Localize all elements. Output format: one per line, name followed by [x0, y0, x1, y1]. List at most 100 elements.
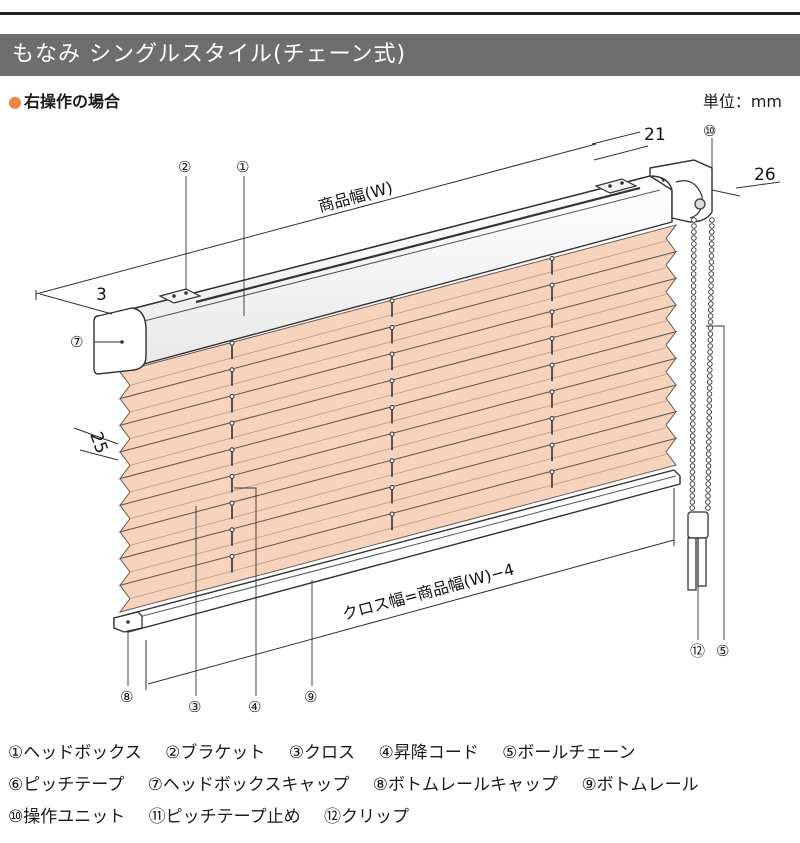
legend-item: ⑨ボトムレール: [581, 775, 699, 795]
dim-cloth-label: クロス幅=商品幅(W)−4: [340, 560, 516, 624]
chain-ball: [705, 469, 712, 475]
chain-ball: [689, 427, 696, 433]
chain-ball: [705, 487, 711, 493]
chain-ball: [708, 301, 714, 307]
chain-ball: [707, 319, 714, 325]
chain-ball: [690, 283, 697, 289]
chain-ball: [690, 277, 697, 283]
chain-ball: [706, 385, 713, 391]
chain-ball: [690, 355, 696, 361]
cloth: [118, 224, 678, 613]
chain-ball: [708, 253, 715, 259]
chain-ball: [709, 229, 715, 235]
unit-label: 単位：mm: [702, 92, 782, 111]
marker-12: ⑫: [690, 642, 705, 660]
chain-ball: [705, 481, 711, 487]
chain-ball: [707, 361, 713, 367]
bullet-icon: ●: [8, 92, 22, 111]
chain-ball: [708, 295, 714, 301]
chain-ball: [705, 463, 712, 469]
chain-ball: [705, 457, 712, 463]
cloth-fold-line: [129, 293, 667, 440]
pitch-tape-stopper: [229, 500, 235, 506]
chain-ball: [689, 475, 696, 481]
legend-row-2: ⑥ピッチテープ ⑦ヘッドボックスキャップ ⑧ボトムレールキャップ ⑨ボトムレール: [8, 770, 717, 795]
chain-ball: [690, 367, 696, 373]
ball-chain: [689, 217, 715, 511]
chain-ball: [691, 235, 697, 241]
chain-ball: [707, 349, 713, 355]
chain-ball: [690, 391, 696, 397]
chain-ball: [690, 325, 697, 331]
clip: [687, 511, 709, 591]
chain-ball: [690, 301, 697, 307]
chain-ball: [689, 457, 696, 463]
bracket-right: [594, 178, 638, 194]
marker-4: ④: [248, 698, 261, 716]
pitch-tape-stopper: [229, 340, 235, 346]
chain-ball: [690, 331, 697, 337]
dim-26-label: 26: [754, 165, 776, 185]
chain-ball: [689, 439, 696, 445]
legend-row-1: ①ヘッドボックス ②ブラケット ③クロス ④昇降コード ⑤ボールチェーン: [8, 738, 654, 763]
dim-3-label: 3: [96, 285, 107, 305]
pitch-tape-stopper: [389, 404, 395, 410]
pitch-tape-stopper: [549, 362, 555, 368]
pitch-tape-stopper: [229, 527, 235, 533]
marker-10: ⑩: [703, 122, 716, 140]
chain-ball: [706, 433, 712, 439]
marker-5: ⑤: [716, 642, 729, 660]
leader-lines: [94, 138, 725, 696]
chain-ball: [705, 499, 711, 505]
bracket-left: [158, 288, 202, 304]
legend-row-3: ⑩操作ユニット ⑪ピッチテープ止め ⑫クリップ: [8, 802, 427, 827]
operation-unit: [649, 159, 713, 223]
chain-ball: [707, 367, 713, 373]
dimension-lines: [35, 131, 781, 690]
chain-ball: [689, 499, 696, 505]
legend-item: ⑤ボールチェーン: [502, 743, 636, 763]
legend-item: ⑦ヘッドボックスキャップ: [147, 775, 350, 795]
chain-ball: [706, 391, 713, 397]
chain-ball: [691, 223, 697, 229]
pitch-tape-stopper: [229, 447, 235, 453]
legend-item: ①ヘッドボックス: [8, 743, 142, 763]
chain-ball: [689, 451, 696, 457]
cloth-fold-line: [129, 427, 667, 573]
chain-ball: [691, 241, 697, 247]
marker-labels: ② ① ⑦ ⑩ ⑧ ③ ④ ⑨ ⑫ ⑤: [70, 122, 729, 716]
legend-item: ⑪ピッチテープ止め: [148, 807, 301, 827]
cloth-fold-line: [129, 347, 667, 493]
pitch-tape-stopper: [549, 469, 555, 475]
chain-ball: [709, 223, 715, 229]
pitch-tape-stopper: [229, 553, 235, 559]
chain-ball: [690, 271, 697, 277]
legend-item: ⑧ボトムレールキャップ: [372, 775, 559, 795]
chain-ball: [708, 289, 714, 295]
pitch-tape-stopper: [389, 298, 395, 304]
pitch-tape-stopper: [389, 484, 395, 490]
marker-3: ③: [188, 698, 201, 716]
chain-ball: [690, 337, 697, 343]
chain-ball: [708, 241, 715, 247]
chain-ball: [706, 427, 712, 433]
pitch-tape-stopper: [389, 458, 395, 464]
pitch-tape-stopper: [549, 282, 555, 288]
marker-9: ⑨: [304, 688, 317, 706]
bottom-rail-cap: [113, 611, 143, 633]
chain-ball: [689, 493, 696, 499]
chain-ball: [706, 409, 712, 415]
chain-ball: [706, 421, 712, 427]
chain-ball: [690, 343, 696, 349]
top-rule: [0, 12, 800, 15]
chain-ball: [707, 355, 713, 361]
chain-ball: [691, 253, 697, 259]
chain-ball: [708, 271, 714, 277]
legend-item: ③クロス: [288, 743, 356, 763]
chain-ball: [706, 415, 712, 421]
chain-ball: [707, 343, 713, 349]
subheading: ●右操作の場合: [8, 88, 120, 112]
pitch-tape-stopper: [229, 420, 235, 426]
chain-ball: [689, 433, 696, 439]
chain-ball: [689, 487, 696, 493]
